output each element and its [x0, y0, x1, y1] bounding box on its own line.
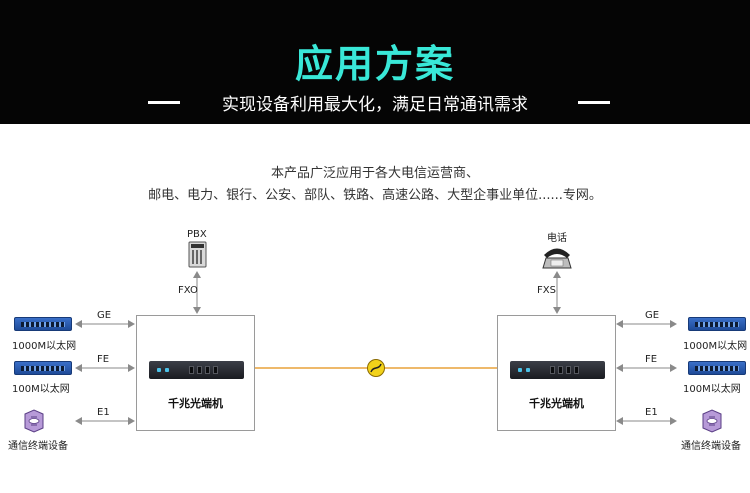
header-banner: 应用方案 实现设备利用最大化，满足日常通讯需求 — [0, 0, 750, 124]
left-box-label: 千兆光端机 — [168, 397, 223, 410]
right-top-link-label: FXS — [537, 285, 556, 296]
intro-line-1: 本产品广泛应用于各大电信运营商、 — [270, 166, 479, 181]
left-fast-switch-icon — [14, 361, 72, 375]
right-device-1000m: 1000M以太网 — [683, 341, 748, 352]
left-transceiver-box: 千兆光端机 — [136, 315, 255, 431]
left-link-ge: GE — [97, 310, 112, 321]
fiber-connector-icon — [367, 359, 385, 377]
left-link-e1: E1 — [97, 407, 110, 418]
left-device-100m: 100M以太网 — [12, 384, 70, 395]
right-transceiver-box: 千兆光端机 — [497, 315, 616, 431]
right-transceiver-chassis — [510, 361, 605, 379]
page-title: 应用方案 — [294, 42, 455, 86]
left-device-1000m: 1000M以太网 — [12, 341, 77, 352]
right-fast-switch-icon — [688, 361, 746, 375]
right-top-device-label: 电话 — [547, 233, 567, 244]
left-link-fe: FE — [97, 354, 110, 365]
left-terminal-icon — [24, 409, 44, 433]
right-gigabit-switch-icon — [688, 317, 746, 331]
right-device-terminal: 通信终端设备 — [681, 441, 741, 452]
left-top-device-label: PBX — [187, 229, 207, 240]
subtitle-dash-right — [578, 101, 610, 104]
pbx-icon — [188, 241, 207, 268]
intro-line-2: 邮电、电力、银行、公安、部队、铁路、高速公路、大型企事业单位......专网。 — [148, 188, 602, 203]
left-device-terminal: 通信终端设备 — [8, 441, 68, 452]
telephone-icon — [542, 248, 572, 269]
right-link-fe: FE — [645, 354, 658, 365]
left-transceiver-chassis — [149, 361, 244, 379]
left-top-link-label: FXO — [178, 285, 198, 296]
right-terminal-icon — [702, 409, 722, 433]
right-box-label: 千兆光端机 — [529, 397, 584, 410]
subtitle-dash-left — [148, 101, 180, 104]
right-link-e1: E1 — [645, 407, 658, 418]
page-subtitle: 实现设备利用最大化，满足日常通讯需求 — [222, 95, 528, 115]
left-gigabit-switch-icon — [14, 317, 72, 331]
right-device-100m: 100M以太网 — [683, 384, 741, 395]
right-link-ge: GE — [645, 310, 660, 321]
